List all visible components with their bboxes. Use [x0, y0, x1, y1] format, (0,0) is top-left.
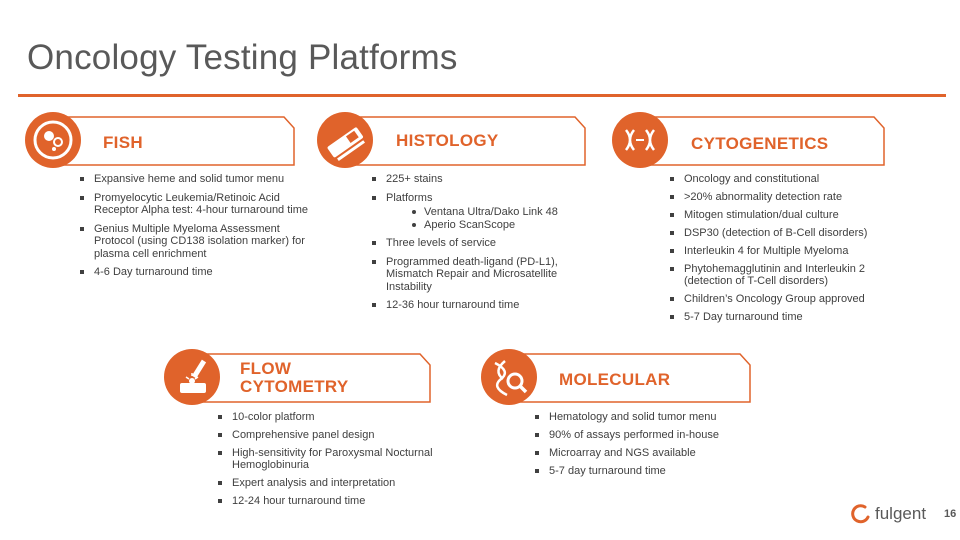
list-item: Mitogen stimulation/dual culture	[669, 209, 909, 221]
list-item: Programmed death-ligand (PD-L1), Mismatc…	[371, 256, 596, 294]
logo-text: fulgent	[875, 504, 927, 523]
list-item: Children’s Oncology Group approved	[669, 293, 909, 305]
list-item: >20% abnormality detection rate	[669, 191, 909, 203]
cell-icon	[25, 112, 81, 168]
fish-tab	[22, 116, 297, 166]
cytogenetics-card: CYTOGENETICS Oncology and constitutional…	[612, 112, 902, 342]
histology-heading: HISTOLOGY	[396, 131, 499, 150]
fish-card: FISH Expansive heme and solid tumor menu…	[22, 112, 308, 332]
list-item: Phytohemagglutinin and Interleukin 2 (de…	[669, 263, 909, 287]
histology-card: HISTOLOGY 225+ stains Platforms Ventana …	[317, 112, 597, 332]
list-item: Promyelocytic Leukemia/Retinoic Acid Rec…	[79, 192, 311, 217]
laser-icon	[164, 349, 220, 405]
fish-list: Expansive heme and solid tumor menu Prom…	[79, 173, 311, 285]
flow-heading-line1: FLOW	[240, 359, 292, 378]
title-divider	[18, 94, 946, 97]
list-item: 10-color platform	[217, 411, 457, 423]
microscope-slide-icon	[317, 112, 373, 168]
molecular-tab	[478, 353, 753, 403]
list-item: Microarray and NGS available	[534, 447, 764, 459]
list-item: 90% of assays performed in-house	[534, 429, 764, 441]
platforms-sublist: Ventana Ultra/Dako Link 48 Aperio ScanSc…	[386, 206, 596, 231]
list-item: Oncology and constitutional	[669, 173, 909, 185]
list-item: High-sensitivity for Paroxysmal Nocturna…	[217, 447, 457, 471]
list-item: DSP30 (detection of B-Cell disorders)	[669, 227, 909, 239]
cytogenetics-heading: CYTOGENETICS	[691, 134, 829, 153]
flow-heading-line2: CYTOMETRY	[240, 377, 349, 396]
list-item: Interleukin 4 for Multiple Myeloma	[669, 245, 909, 257]
list-item-label: Platforms	[386, 191, 433, 204]
molecular-list: Hematology and solid tumor menu 90% of a…	[534, 411, 764, 483]
histology-list: 225+ stains Platforms Ventana Ultra/Dako…	[371, 173, 596, 318]
flow-cytometry-tab	[162, 353, 437, 403]
list-item: Comprehensive panel design	[217, 429, 457, 441]
chromosome-icon	[612, 112, 668, 168]
list-item: Expert analysis and interpretation	[217, 477, 457, 489]
page-title: Oncology Testing Platforms	[27, 38, 458, 77]
flow-cytometry-card: FLOW CYTOMETRY 10-color platform Compreh…	[162, 347, 462, 527]
sub-list-item: Aperio ScanScope	[386, 219, 596, 232]
list-item: Genius Multiple Myeloma Assessment Proto…	[79, 223, 311, 261]
list-item: Expansive heme and solid tumor menu	[79, 173, 311, 186]
fulgent-logo-mark	[851, 504, 870, 524]
cytogenetics-list: Oncology and constitutional >20% abnorma…	[669, 173, 909, 329]
list-item: Platforms Ventana Ultra/Dako Link 48 Ape…	[371, 192, 596, 232]
fulgent-logo: fulgent	[850, 503, 940, 527]
histology-tab	[317, 116, 592, 166]
list-item: Hematology and solid tumor menu	[534, 411, 764, 423]
list-item: 12-24 hour turnaround time	[217, 495, 457, 507]
fish-heading: FISH	[103, 133, 143, 152]
flow-cytometry-heading: FLOW CYTOMETRY	[240, 360, 349, 396]
list-item: 225+ stains	[371, 173, 596, 186]
list-item: Three levels of service	[371, 237, 596, 250]
dna-magnifier-icon	[481, 349, 537, 405]
page-number: 16	[944, 508, 957, 520]
list-item: 4-6 Day turnaround time	[79, 266, 311, 279]
molecular-heading: MOLECULAR	[559, 370, 671, 389]
sub-list-item: Ventana Ultra/Dako Link 48	[386, 206, 596, 219]
flow-cytometry-list: 10-color platform Comprehensive panel de…	[217, 411, 457, 513]
list-item: 5-7 Day turnaround time	[669, 311, 909, 323]
list-item: 5-7 day turnaround time	[534, 465, 764, 477]
list-item: 12-36 hour turnaround time	[371, 299, 596, 312]
molecular-card: MOLECULAR Hematology and solid tumor men…	[478, 347, 768, 497]
cytogenetics-tab	[612, 116, 892, 166]
